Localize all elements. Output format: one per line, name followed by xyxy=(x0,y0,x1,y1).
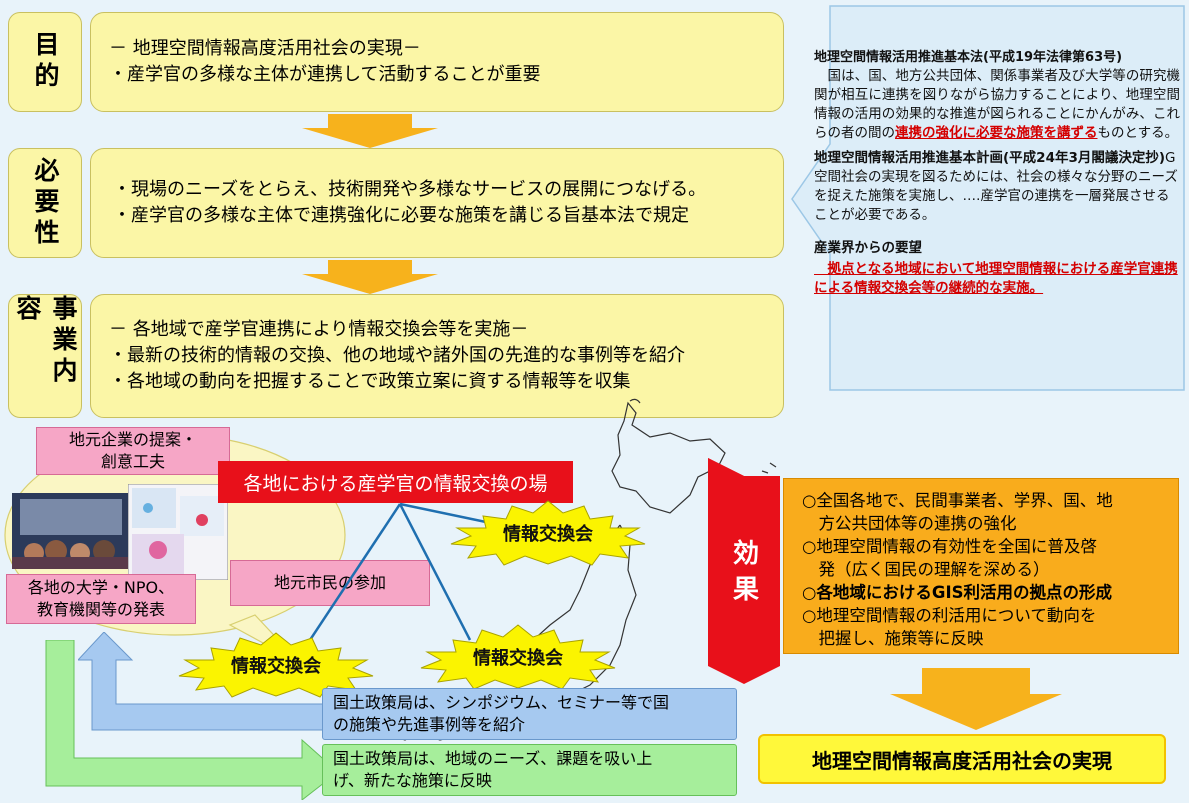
necessity-line-2: ・産学官の多様な主体で連携強化に必要な施策を講じる旨基本法で規定 xyxy=(113,205,689,226)
law-text: 国は、国、地方公共団体、関係事業者及び大学等の研究機関が相互に連携を図りながら協… xyxy=(814,68,1180,141)
citizens-box: 地元市民の参加 xyxy=(230,560,430,606)
effect-line-1: ○全国各地で、民間事業者、学界、国、地 xyxy=(802,491,1113,510)
local-companies-box: 地元企業の提案・ 創意工夫 xyxy=(36,427,230,475)
plan-title: 地理空間情報活用推進基本計画(平成24年3月閣議決定抄) xyxy=(814,150,1166,166)
exchange-star-2-label: 情報交換会 xyxy=(231,656,321,677)
effect-line-5: ○各地域におけるGIS利活用の拠点の形成 xyxy=(802,583,1112,602)
effect-label: 効果 xyxy=(728,539,759,611)
business-label: 事業内容 xyxy=(8,294,82,418)
purpose-label: 目的 xyxy=(8,12,82,112)
exchange-star-1-label: 情報交換会 xyxy=(503,524,593,545)
effect-line-6: ○地理空間情報の利活用について動向を xyxy=(802,606,1097,625)
info-panel-callout xyxy=(791,5,1185,391)
business-line-2: ・最新の技術的情報の交換、他の地域や諸外国の先進的な事例等を紹介 xyxy=(109,345,685,366)
effects-box: ○全国各地で、民間事業者、学界、国、地 方公共団体等の連携の強化 ○地理空間情報… xyxy=(783,478,1179,654)
necessity-text-box: ・現場のニーズをとらえ、技術開発や多様なサービスの展開につなげる。 ・産学官の多… xyxy=(90,148,784,258)
exchange-star-2 xyxy=(178,632,374,698)
purpose-text-box: － 地理空間情報高度活用社会の実現－ ・産学官の多様な主体が連携して活動すること… xyxy=(90,12,784,112)
policy-bureau-feedback-note: 国土政策局は、地域のニーズ、課題を吸い上 げ、新たな施策に反映 xyxy=(322,744,737,796)
business-text-box: － 各地域で産学官連携により情報交換会等を実施－ ・最新の技術的情報の交換、他の… xyxy=(90,294,784,418)
business-line-1: － 各地域で産学官連携により情報交換会等を実施－ xyxy=(109,319,529,340)
effect-line-7: 把握し、施策等に反映 xyxy=(802,629,984,648)
law-text-highlight: 連携の強化に必要な施策を講ずる xyxy=(895,125,1098,141)
purpose-line-2: ・産学官の多様な主体が連携して活動することが重要 xyxy=(109,64,541,85)
business-line-3: ・各地域の動向を把握することで政策立案に資する情報等を収集 xyxy=(109,371,631,392)
effect-line-2: 方公共団体等の連携の強化 xyxy=(802,514,1017,533)
seminar-photo xyxy=(12,493,130,569)
industry-text: 拠点となる地域において地理空間情報における産学官連携による情報交換会等の継続的な… xyxy=(814,261,1178,296)
down-arrow-final xyxy=(890,668,1062,730)
info-panel: 地理空間情報活用推進基本法(平成19年法律第63号) 国は、国、地方公共団体、関… xyxy=(814,48,1180,298)
law-title: 地理空間情報活用推進基本法(平成19年法律第63号) xyxy=(814,50,1123,65)
plan-block: 地理空間情報活用推進基本計画(平成24年3月閣議決定抄)G空間社会の実現を図るた… xyxy=(814,149,1180,225)
purpose-line-1: － 地理空間情報高度活用社会の実現－ xyxy=(109,38,421,59)
down-arrow-2 xyxy=(302,260,438,294)
necessity-label: 必要性 xyxy=(8,148,82,258)
necessity-line-1: ・現場のニーズをとらえ、技術開発や多様なサービスの展開につなげる。 xyxy=(113,179,707,200)
effect-arrow xyxy=(708,458,780,684)
down-arrow-1 xyxy=(302,114,438,148)
industry-title: 産業界からの要望 xyxy=(814,240,922,256)
green-forward-arrow xyxy=(45,640,339,800)
exchange-star-3-label: 情報交換会 xyxy=(473,648,563,669)
map-screenshot-photo xyxy=(128,484,228,580)
policy-bureau-intro-note: 国土政策局は、シンポジウム、セミナー等で国 の施策や先進事例等を紹介 xyxy=(322,688,737,740)
final-goal-box: 地理空間情報高度活用社会の実現 xyxy=(758,734,1166,784)
exchange-place-bar: 各地における産学官の情報交換の場 xyxy=(218,461,573,503)
effect-line-3: ○地理空間情報の有効性を全国に普及啓 xyxy=(802,537,1097,556)
plan-text: G空間社会の実現を図るためには、社会の様々な分野のニーズを捉えた施策を実施し、‥… xyxy=(814,150,1178,223)
exchange-star-1 xyxy=(450,500,646,566)
universities-box: 各地の大学・NPO、 教育機関等の発表 xyxy=(6,574,196,624)
effect-line-4: 発（広く国民の理解を深める） xyxy=(802,560,1050,579)
